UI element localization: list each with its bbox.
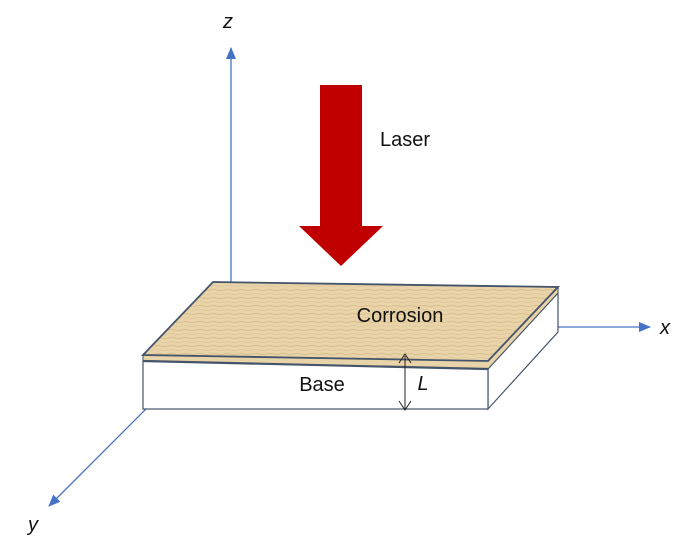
base-layer: [142, 291, 559, 411]
corrosion-top-face: [140, 281, 561, 362]
y-axis-label: y: [26, 514, 39, 536]
corrosion-label: Corrosion: [357, 305, 444, 327]
z-axis-label: z: [222, 11, 233, 33]
base-label: Base: [299, 374, 345, 396]
thickness-label: L: [417, 373, 428, 395]
corrosion-layer: [140, 281, 561, 371]
base-front-face: [142, 360, 489, 410]
x-axis-label: x: [659, 317, 671, 339]
laser-label: Laser: [380, 129, 430, 151]
laser-arrow: [299, 85, 383, 266]
